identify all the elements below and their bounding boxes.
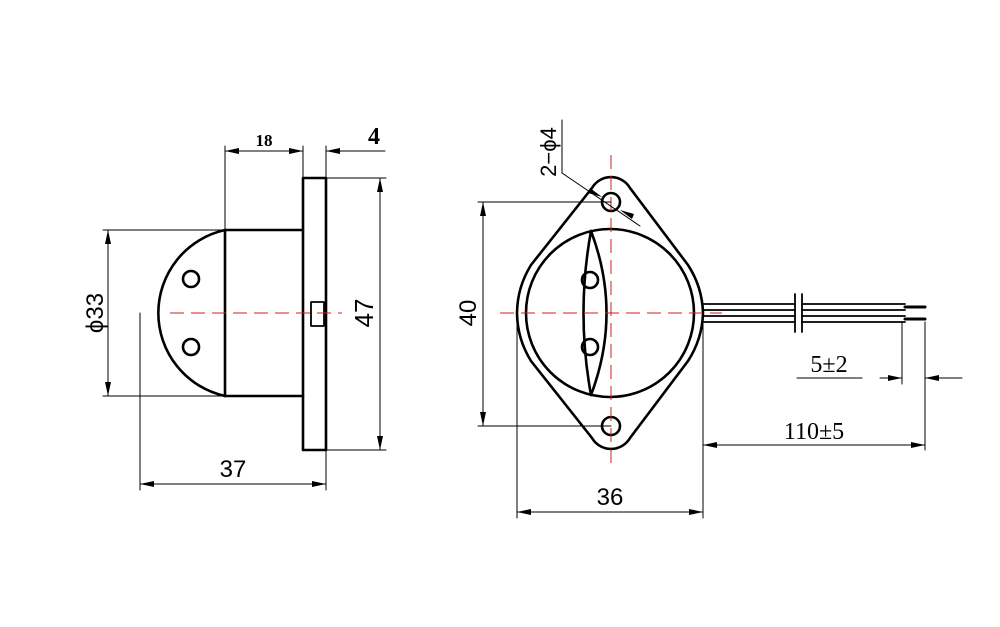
side-view: 18 4 ϕ33 47 (82, 124, 387, 491)
dim-2phi4: 2−ϕ4 (536, 119, 641, 227)
side-flange-notch (310, 301, 325, 327)
dim-phi33-label: ϕ33 (82, 293, 109, 333)
dim-110pm5-label: 110±5 (784, 419, 844, 445)
side-hole-top (181, 269, 201, 289)
side-flange (301, 176, 328, 452)
dim-2phi4-label: 2−ϕ4 (536, 127, 561, 177)
dim-36: 36 (516, 312, 704, 519)
front-terminal-bottom (580, 337, 600, 357)
dim-18-label: 18 (256, 131, 273, 150)
wire-leads (702, 293, 927, 333)
dim-110pm5: 110±5 (702, 419, 926, 448)
dim-37: 37 (139, 312, 327, 491)
side-hole-bottom (181, 337, 201, 357)
dim-47: 47 (325, 177, 387, 451)
dim-37-label: 37 (220, 456, 247, 483)
side-dome (157, 228, 227, 398)
dim-phi33: ϕ33 (82, 229, 226, 397)
dim-4: 4 (325, 124, 386, 179)
front-lens (582, 229, 593, 397)
dim-47-label: 47 (349, 299, 379, 328)
dim-36-label: 36 (597, 484, 624, 511)
dim-18: 18 (224, 131, 304, 231)
front-terminal-top (580, 270, 600, 290)
front-view: 2−ϕ4 40 36 5±2 (455, 119, 963, 519)
dim-5pm2: 5±2 (796, 321, 963, 451)
dim-40: 40 (455, 201, 612, 427)
dim-4-label: 4 (368, 124, 380, 150)
dim-5pm2-label: 5±2 (810, 352, 847, 378)
dim-40-label: 40 (455, 300, 482, 327)
